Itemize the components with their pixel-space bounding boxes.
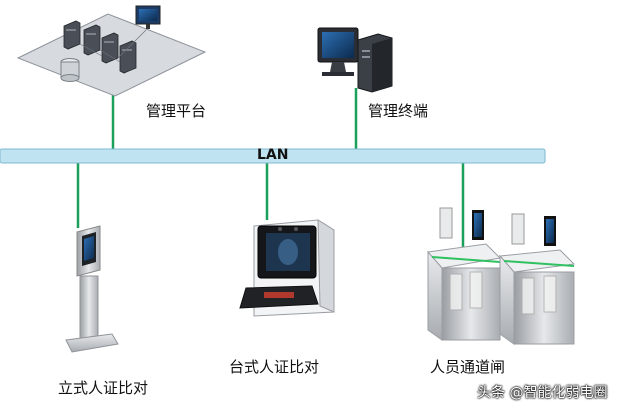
label-lan: LAN — [257, 147, 289, 163]
label-terminal: 管理终端 — [368, 102, 429, 120]
desktop-verification-terminal-icon — [239, 219, 335, 317]
standing-kiosk-icon — [65, 225, 119, 353]
connector-links — [76, 88, 465, 250]
server-cluster-icon — [16, 5, 207, 97]
label-turnstile: 人员通道闸 — [430, 358, 506, 376]
label-platform: 管理平台 — [146, 102, 207, 120]
watermark: 头条 @智能化弱电圈 — [477, 385, 608, 401]
speed-gate-turnstile-icon — [427, 207, 576, 345]
desktop-computer-icon — [317, 27, 393, 93]
label-desktop-kiosk: 台式人证比对 — [229, 358, 320, 376]
lan-bus — [0, 148, 546, 164]
label-standing-kiosk: 立式人证比对 — [58, 379, 149, 397]
